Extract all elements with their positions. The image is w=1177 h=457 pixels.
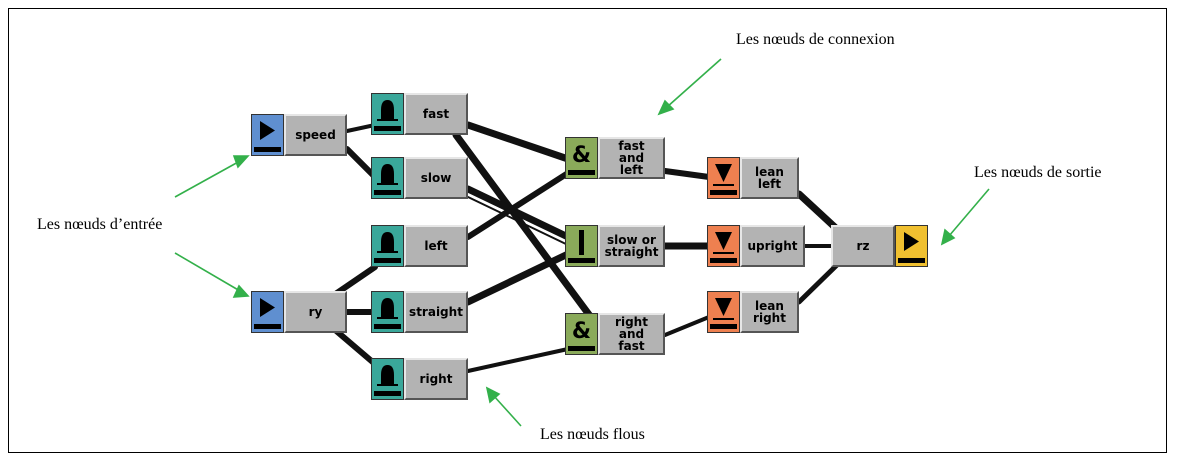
icon-bar: [374, 391, 401, 396]
bell-icon: [377, 164, 398, 185]
wire-slow-sloworstraight: [464, 185, 572, 241]
icon-bar: [898, 258, 925, 263]
right-arrow-icon: [904, 232, 919, 251]
bell-icon: [377, 100, 398, 121]
icon-bar: [710, 324, 737, 329]
node-label: right: [404, 358, 468, 400]
label-connection-nodes: Les nœuds de connexion: [736, 31, 895, 48]
icon-bar: [374, 324, 401, 329]
down-triangle-icon: [713, 232, 734, 254]
and-icon: &: [565, 137, 598, 179]
fuzzy-icon: [371, 93, 404, 135]
wire-fast-fastandleft: [464, 121, 572, 163]
node-lean-left[interactable]: lean left: [707, 157, 799, 199]
annot-arrow-input-bottom: [174, 252, 241, 292]
node-slow[interactable]: slow: [371, 157, 468, 199]
ampersand-icon: &: [572, 143, 591, 168]
node-slow-or-straight[interactable]: slow or straight: [565, 225, 665, 267]
wire-speed-fast: [345, 123, 377, 133]
node-label: upright: [740, 225, 805, 267]
wire-straight-sloworstraight: [464, 250, 572, 306]
icon-bar: [254, 324, 281, 329]
svg-text:&: &: [572, 319, 591, 344]
wire-leanleft-rz: [795, 190, 843, 235]
fuzzy-icon: [371, 225, 404, 267]
node-fast[interactable]: fast: [371, 93, 468, 135]
node-label: lean right: [740, 291, 799, 333]
node-rz[interactable]: rz: [831, 225, 928, 267]
annot-arrow-connection: [666, 58, 722, 108]
node-fast-and-left[interactable]: & fast and left: [565, 137, 665, 179]
node-lean-right[interactable]: lean right: [707, 291, 799, 333]
wire-left-fastandleft: [465, 170, 571, 240]
bell-icon: [377, 365, 398, 386]
icon-bar: [568, 346, 595, 351]
node-right-and-fast[interactable]: & right and fast: [565, 313, 665, 355]
bell-icon: [377, 298, 398, 319]
node-label: right and fast: [598, 313, 665, 355]
node-label: slow or straight: [598, 225, 665, 267]
output-icon: [895, 225, 928, 267]
icon-bar: [568, 170, 595, 175]
label-output-nodes: Les nœuds de sortie: [974, 164, 1102, 181]
bar-icon: [579, 230, 584, 255]
fuzzy-icon: [371, 358, 404, 400]
wire-ry-right: [331, 326, 378, 367]
icon-bar: [254, 147, 281, 152]
wire-rightandfast-leanright: [663, 315, 711, 337]
node-right[interactable]: right: [371, 358, 468, 400]
wire-right-rightandfast: [466, 347, 570, 373]
right-arrow-icon: [260, 298, 275, 317]
node-label: fast: [404, 93, 468, 135]
icon-bar: [374, 126, 401, 131]
down-triangle-icon: [713, 164, 734, 186]
node-label: rz: [831, 225, 895, 267]
wire-ry-left: [331, 264, 378, 298]
rule-icon: [707, 291, 740, 333]
icon-bar: [710, 258, 737, 263]
wire-leanright-rz: [796, 260, 842, 305]
and-icon: &: [565, 313, 598, 355]
bell-icon: [377, 232, 398, 253]
icon-bar: [710, 190, 737, 195]
node-label: lean left: [740, 157, 799, 199]
fuzzy-icon: [371, 291, 404, 333]
wire-fastandleft-leanleft: [662, 168, 712, 180]
rule-icon: [707, 157, 740, 199]
svg-text:&: &: [572, 143, 591, 168]
annot-arrow-input-top: [174, 160, 241, 198]
node-speed[interactable]: speed: [251, 114, 347, 156]
connection-wires: [174, 58, 990, 427]
down-triangle-icon: [713, 298, 734, 320]
node-label: ry: [284, 291, 347, 333]
rule-icon: [707, 225, 740, 267]
ampersand-icon: &: [572, 319, 591, 344]
node-upright[interactable]: upright: [707, 225, 805, 267]
fuzzy-icon: [371, 157, 404, 199]
input-icon: [251, 291, 284, 333]
icon-bar: [568, 258, 595, 263]
node-ry[interactable]: ry: [251, 291, 347, 333]
node-label: straight: [404, 291, 468, 333]
node-label: left: [404, 225, 468, 267]
annot-arrow-fuzzy: [492, 394, 522, 427]
wire-fast-rightandfast: [452, 131, 597, 324]
annot-arrow-output: [948, 188, 990, 237]
node-label: slow: [404, 157, 468, 199]
or-icon: [565, 225, 598, 267]
node-left[interactable]: left: [371, 225, 468, 267]
icon-bar: [374, 190, 401, 195]
diagram-frame: speed ry fast slow left: [8, 8, 1167, 453]
node-label: fast and left: [598, 137, 665, 179]
label-input-nodes: Les nœuds d’entrée: [37, 216, 163, 233]
wire-left-sloworstraight: [467, 196, 569, 246]
input-icon: [251, 114, 284, 156]
label-fuzzy-nodes: Les nœuds flous: [540, 426, 645, 443]
wire-speed-slow: [344, 146, 378, 180]
node-straight[interactable]: straight: [371, 291, 468, 333]
right-arrow-icon: [260, 121, 275, 140]
icon-bar: [374, 258, 401, 263]
node-label: speed: [284, 114, 347, 156]
